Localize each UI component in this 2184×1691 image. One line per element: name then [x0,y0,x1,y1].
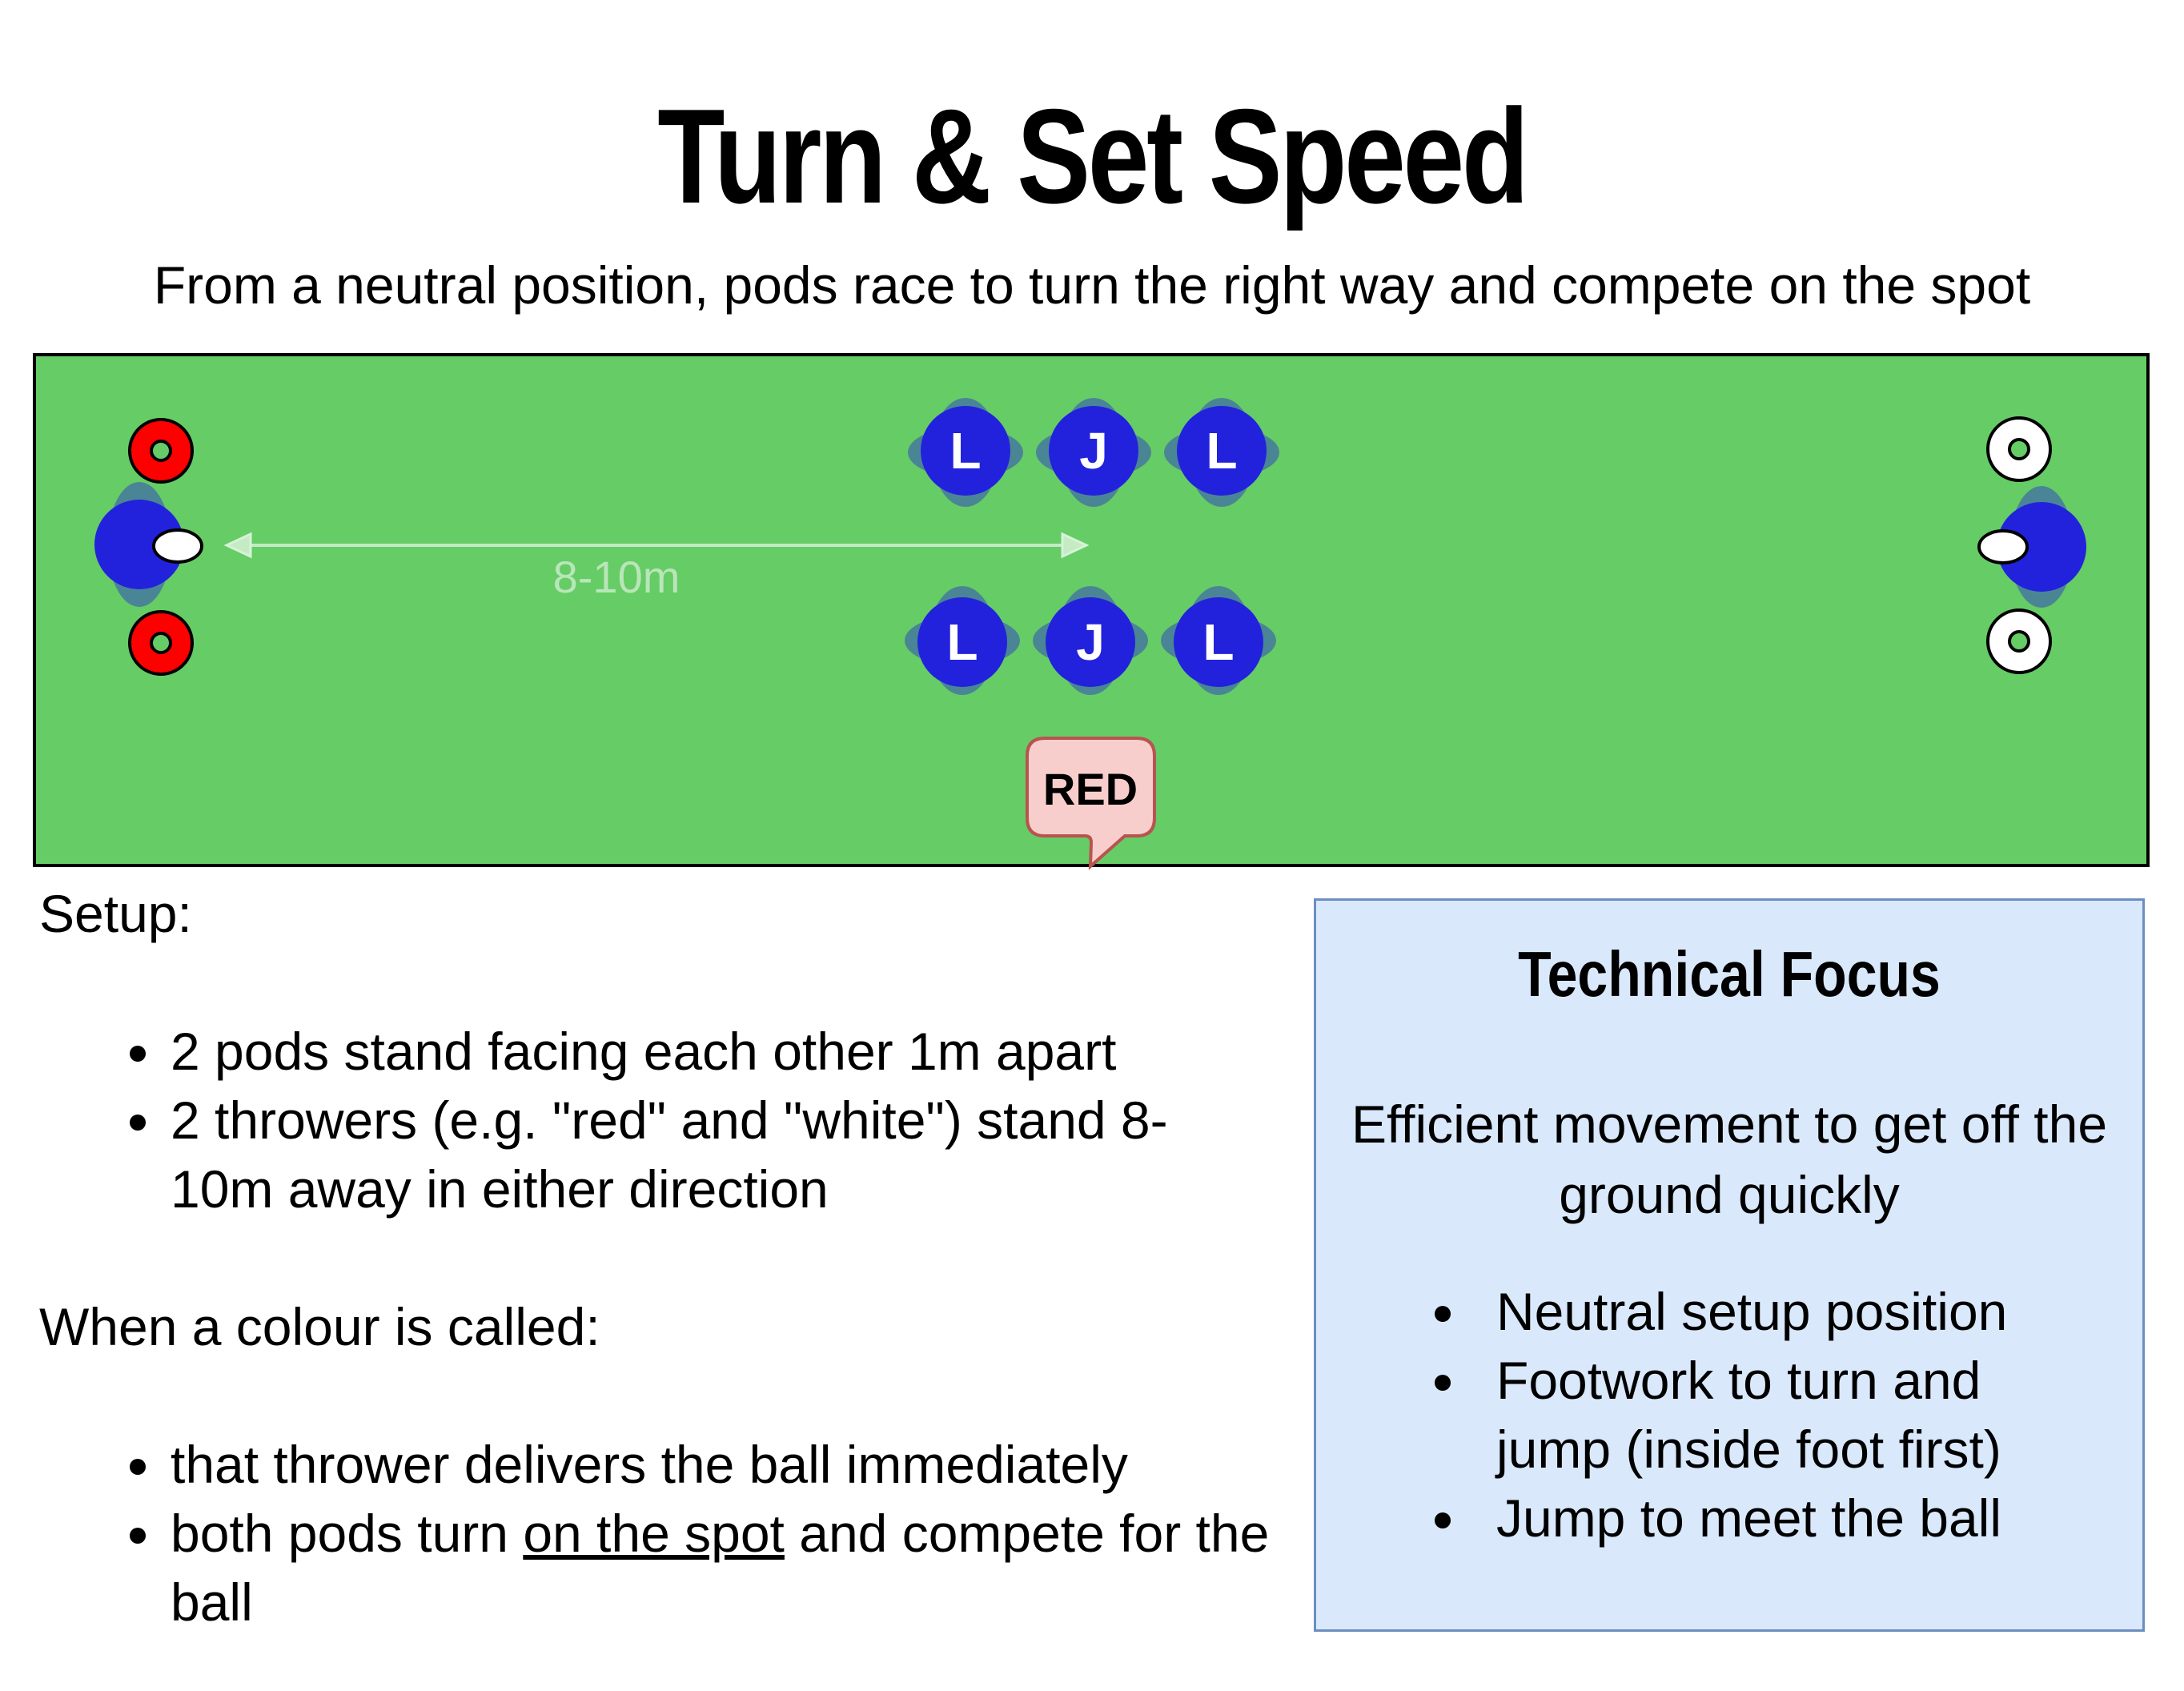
red-cone-top [128,418,194,484]
ball-icon [1977,529,2029,564]
ball-icon [152,528,203,564]
technical-focus-box: Technical Focus Efficient movement to ge… [1314,898,2145,1632]
pod-player: L [905,586,1020,695]
focus-item: Neutral setup position [1472,1277,2110,1346]
player-label: L [1202,613,1234,671]
pod-player: J [1033,586,1148,695]
call-item: both pods turn on the spot and compete f… [167,1499,1323,1637]
arrow-head-right [1061,532,1090,559]
focus-item: Footwork to turn and jump (inside foot f… [1472,1346,2041,1484]
left-thrower [94,482,203,607]
pod-player: L [1161,586,1276,695]
technical-focus-list: Neutral setup position Footwork to turn … [1316,1277,2142,1552]
setup-heading: Setup: [39,884,192,943]
white-cone-top [1986,416,2052,482]
focus-item: Jump to meet the ball [1472,1484,2110,1552]
page-title: Turn & Set Speed [657,81,1529,231]
technical-focus-title: Technical Focus [1518,938,1941,1010]
call-item-text: both pods turn [171,1504,524,1563]
bottom-pod: L J L [905,586,1276,695]
player-label: L [946,613,978,671]
call-bubble: RED [1026,737,1156,870]
player-label: J [1076,613,1105,671]
red-cone-bottom [128,610,194,676]
call-bubble-label: RED [1043,764,1138,814]
emphasis-on-the-spot: on the spot [523,1504,785,1563]
drill-instructions: Setup: 2 pods stand facing each other 1m… [39,879,1288,1637]
call-item-text: and compete for the ball [171,1504,1270,1632]
call-item: that thrower delivers the ball immediate… [167,1430,1288,1499]
technical-focus-description: Efficient movement to get off the ground… [1351,1095,2108,1224]
setup-item: 2 throwers (e.g. "red" and "white") stan… [167,1086,1211,1223]
setup-item: 2 pods stand facing each other 1m apart [167,1017,1288,1086]
right-thrower [1977,486,2086,608]
arrow-head-left [223,532,252,559]
distance-label: 8-10m [553,552,680,602]
player-body [94,500,184,589]
pod-player: L [1164,398,1279,507]
distance-arrow [223,532,1090,559]
player-body [1997,502,2086,592]
player-label: J [1079,422,1108,480]
call-list: that thrower delivers the ball immediate… [39,1430,1288,1637]
pod-player: L [908,398,1023,507]
player-label: L [1206,422,1237,480]
white-cone-bottom [1986,609,2052,674]
pod-player: J [1036,398,1151,507]
page-subtitle: From a neutral position, pods race to tu… [153,255,2031,315]
player-label: L [949,422,981,480]
top-pod: L J L [908,398,1279,507]
call-heading: When a colour is called: [39,1297,600,1356]
setup-list: 2 pods stand facing each other 1m apart … [39,1017,1288,1223]
